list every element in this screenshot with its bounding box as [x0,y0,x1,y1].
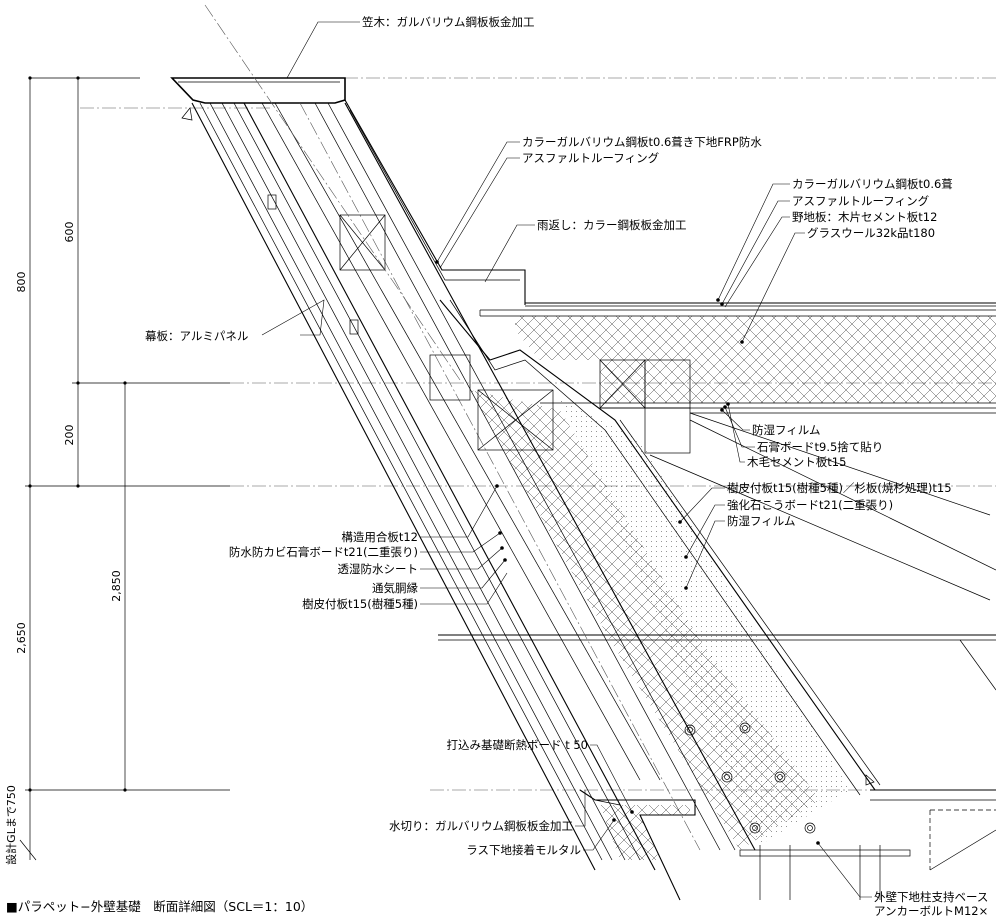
label-toshitsu-sheet: 透湿防水シート [338,562,419,576]
label-amagaeshi: 雨返し：カラー鋼板板金加工 [537,218,687,232]
inclined-wall [170,4,996,901]
label-kasagi: 笠木：ガルバリウム鋼板板金加工 [362,15,535,29]
dim-200: 200 [63,425,76,446]
label-juhi-left: 樹皮付板t15(樹種5種) [302,597,418,611]
label-roof-color-galva: カラーガルバリウム鋼板t0.6葺き下地FRP防水 [522,135,762,149]
label-roof-asphalt: アスファルトルーフィング [522,151,660,165]
label-rasu: ラス下地接着モルタル [466,843,581,857]
label-boshitsu-film-1: 防湿フィルム [752,423,821,437]
leader-lines [261,21,872,898]
annotation-labels: 笠木：ガルバリウム鋼板板金加工 カラーガルバリウム鋼板t0.6葺き下地FRP防水… [145,15,988,918]
label-makuita: 幕板：アルミパネル [145,329,248,343]
dim-2650: 2,650 [15,622,28,654]
roof-assembly [438,302,996,691]
dim-600: 600 [63,222,76,243]
label-tsuki-dobuchi: 通気胴縁 [372,581,418,595]
label-r-glasswool: グラスウール32k品t180 [807,226,935,240]
label-bosui-sekko: 防水防カビ石膏ボードt21(二重張り) [229,545,418,559]
anchor-bolt-marks [684,722,816,834]
dimension-lines [19,76,230,861]
label-mokumou: 木毛セメント板t15 [747,455,846,469]
label-kozo-gohan: 構造用合板t12 [341,530,418,544]
dim-gl: 設計GLまで750 [4,785,18,865]
label-boshitsu-film-2: 防湿フィルム [727,514,796,528]
dim-800: 800 [15,272,28,293]
label-sekko-board: 石膏ボードt9.5捨て貼り [757,440,883,454]
label-gaiheki-1: 外壁下地柱支持ベース [874,890,988,904]
label-r-color-galva: カラーガルバリウム鋼板t0.6葺 [792,177,953,191]
dim-2850: 2,850 [110,570,123,602]
label-mizukiri: 水切り：ガルバリウム鋼板板金加工 [389,819,573,833]
label-gaiheki-2: アンカーボルトM12× [874,904,988,918]
drawing-title: ■パラペット−外壁基礎 断面詳細図（SCL＝1：10） [6,899,313,914]
label-r-asphalt: アスファルトルーフィング [792,194,930,208]
label-uchikomi: 打込み基礎断熱ボード t 50 [447,738,588,752]
dimension-texts: 600 800 200 2,850 2,650 設計GLまで750 [4,222,123,865]
label-r-nojiita: 野地板：木片セメント板t12 [792,210,937,224]
label-juhi-sugi: 樹皮付板t15(樹種5種)／杉板(焼杉処理)t15 [727,481,952,495]
label-kyoka-sekko: 強化石こうボードt21(二重張り) [727,498,893,512]
